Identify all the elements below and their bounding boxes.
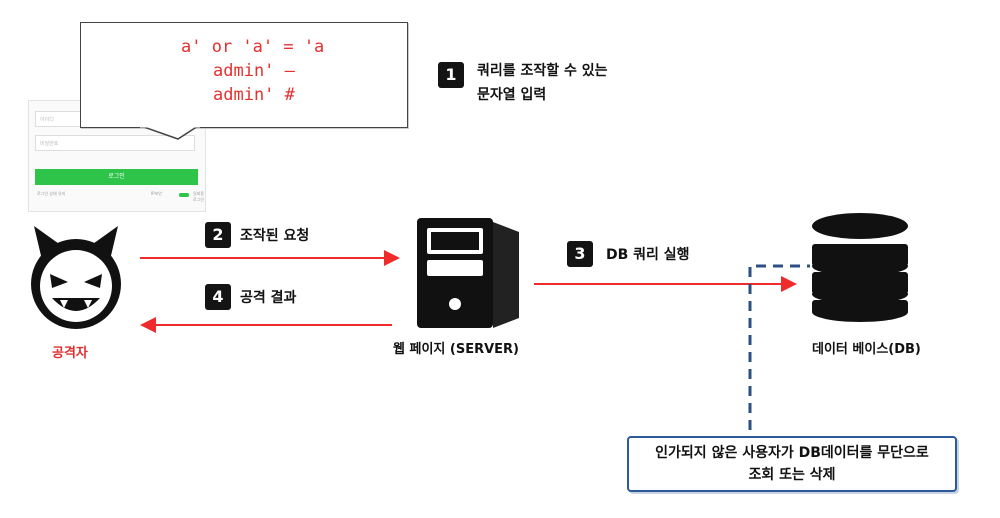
step-1-badge: 1 — [438, 62, 464, 88]
step-4-label: 공격 결과 — [240, 290, 297, 306]
step-4-badge: 4 — [205, 284, 231, 310]
step-1-label-line1: 쿼리를 조작할 수 있는 — [477, 63, 608, 79]
database-label: 데이터 베이스(DB) — [812, 342, 921, 357]
login-form: 아이디 비밀번호 로그인 로그인 상태 유지 IP보안 일회용 로그인 — [28, 100, 206, 212]
step-1-label-line2: 문자열 입력 — [477, 87, 547, 103]
ip-security-toggle[interactable] — [179, 193, 189, 197]
step-2-badge: 2 — [205, 222, 231, 248]
database-icon — [812, 213, 908, 322]
step-3-badge: 3 — [567, 241, 593, 267]
note-line-2: 조회 또는 삭제 — [748, 467, 836, 483]
one-time-login-label[interactable]: 일회용 로그인 — [193, 191, 205, 202]
login-button[interactable]: 로그인 — [35, 169, 198, 185]
server-icon — [417, 218, 519, 328]
attacker-label: 공격자 — [52, 346, 88, 361]
step-2-label: 조작된 요청 — [240, 228, 310, 244]
injection-string-1: a' or 'a' = 'a — [181, 37, 325, 57]
login-password-field[interactable]: 비밀번호 — [35, 135, 195, 151]
ip-security-label[interactable]: IP보안 — [151, 191, 162, 196]
server-label: 웹 페이지 (SERVER) — [393, 342, 519, 357]
injection-string-2: admin' – — [213, 61, 295, 81]
unauthorized-access-note: 인가되지 않은 사용자가 DB데이터를 무단으로 조회 또는 삭제 — [627, 436, 957, 492]
speech-bubble-tail — [140, 125, 200, 140]
devil-attacker-icon — [31, 226, 121, 329]
step-3-label: DB 쿼리 실행 — [606, 247, 690, 263]
note-line-1: 인가되지 않은 사용자가 DB데이터를 무단으로 — [655, 445, 929, 461]
injection-speech-bubble: a' or 'a' = 'a admin' – admin' # — [80, 22, 408, 128]
unauthorized-access-dashed-line — [748, 264, 810, 430]
injection-string-3: admin' # — [213, 85, 295, 105]
remember-login-label[interactable]: 로그인 상태 유지 — [37, 191, 66, 196]
